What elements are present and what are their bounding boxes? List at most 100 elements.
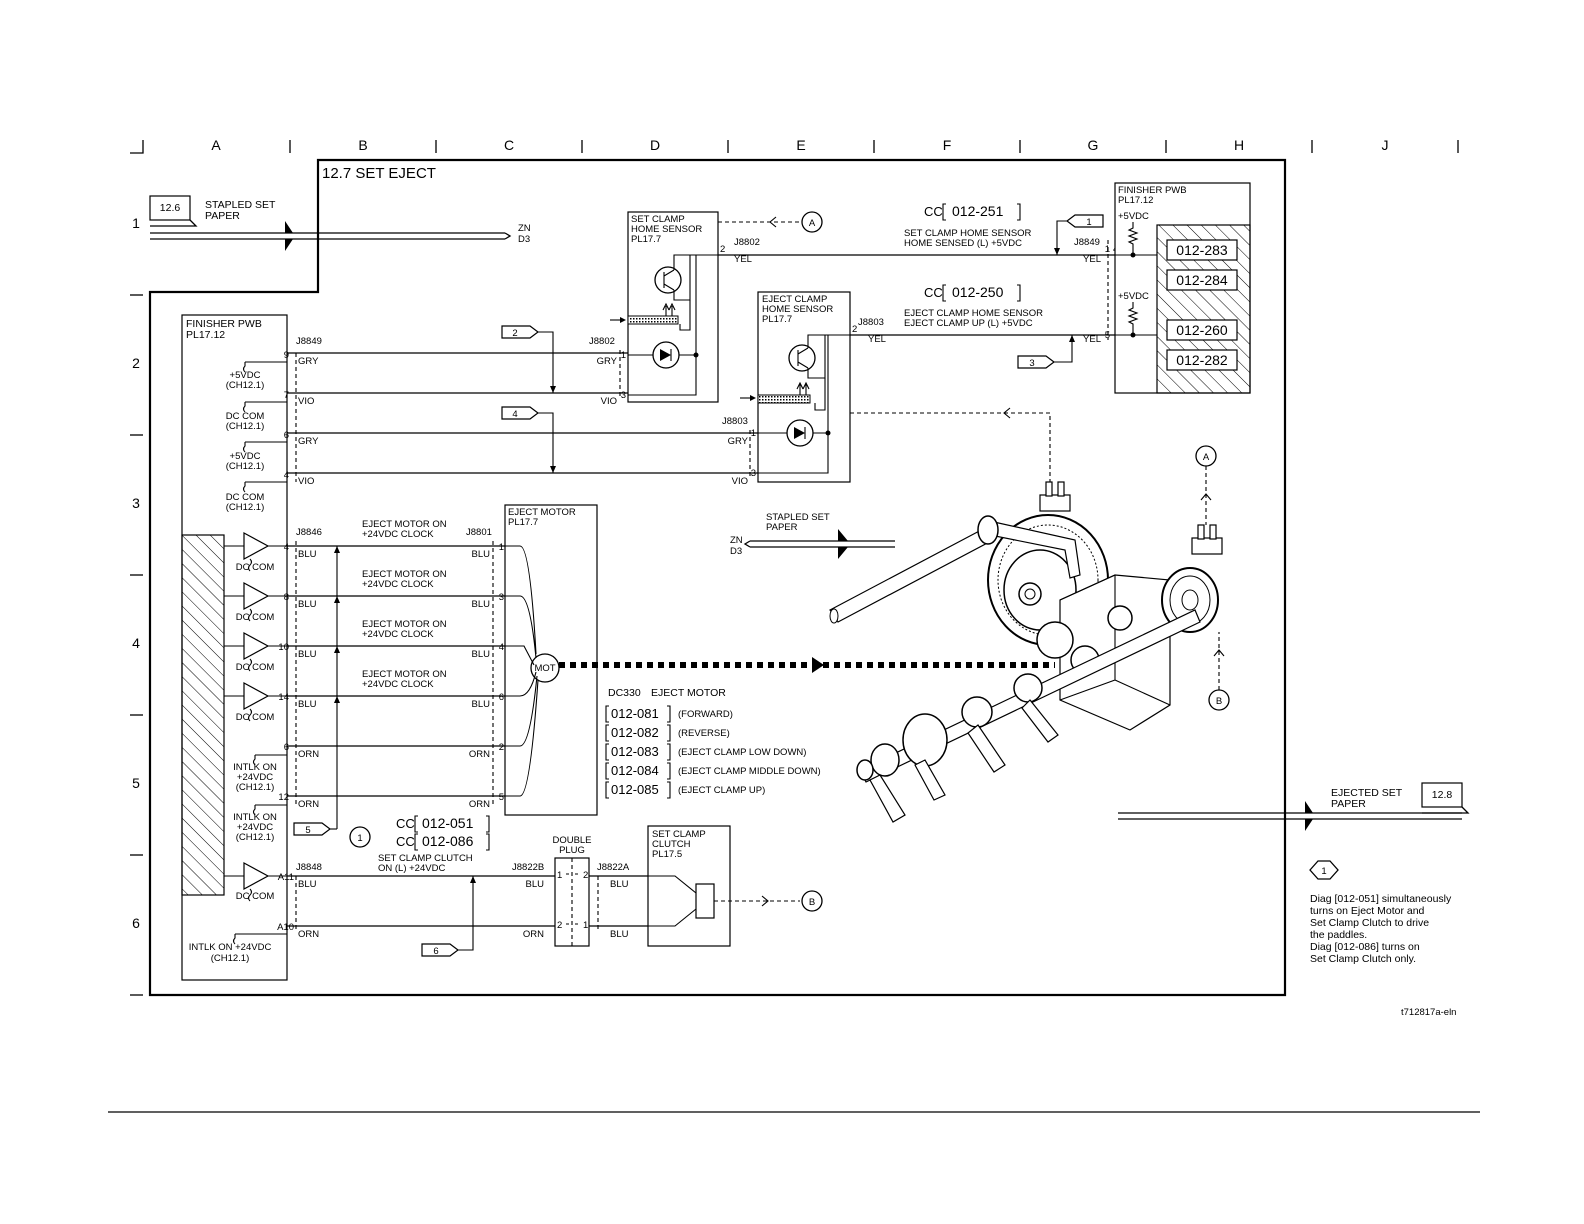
ref-box-in: 12.6 (160, 202, 181, 214)
svg-text:(CH12.1): (CH12.1) (226, 380, 265, 391)
svg-text:10: 10 (278, 642, 289, 653)
svg-text:ZN: ZN (518, 223, 531, 234)
svg-text:turns on Eject Motor and: turns on Eject Motor and (1310, 905, 1425, 917)
flag-5: 5 (305, 825, 310, 836)
svg-text:(CH12.1): (CH12.1) (211, 953, 250, 964)
svg-text:EJECT CLAMP UP (L) +5VDC: EJECT CLAMP UP (L) +5VDC (904, 318, 1033, 329)
svg-text:ORN: ORN (523, 929, 544, 940)
svg-text:J8803: J8803 (722, 416, 748, 427)
svg-text:+5VDC: +5VDC (1118, 291, 1149, 302)
left-pins: 9 7 6 4 4 8 10 14 6 12 A11 A10 (277, 350, 294, 933)
svg-text:STAPLED SET: STAPLED SET (766, 512, 830, 523)
row-label: 1 (132, 215, 140, 231)
svg-text:BLU: BLU (610, 879, 629, 890)
svg-text:Diag [012-051] simultaneously: Diag [012-051] simultaneously (1310, 893, 1452, 905)
row-label: 5 (132, 775, 140, 791)
svg-text:DC COM: DC COM (226, 411, 265, 422)
svg-text:EJECTED SET: EJECTED SET (1331, 787, 1403, 799)
svg-text:BLU: BLU (298, 549, 317, 560)
svg-text:YEL: YEL (1083, 254, 1101, 265)
svg-text:DC COM: DC COM (226, 492, 265, 503)
callout-a-top: A (718, 211, 823, 233)
fault-code: 012-283 (1176, 242, 1228, 258)
right-finisher-pwb: FINISHER PWB PL17.12 +5VDC +5VDC 12.6 5 … (1105, 182, 1251, 394)
svg-text:A10: A10 (277, 922, 294, 933)
svg-text:+24VDC CLOCK: +24VDC CLOCK (362, 529, 434, 540)
ejected-set-output: EJECTED SET PAPER 12.8 (1118, 782, 1470, 831)
svg-text:PL17.7: PL17.7 (762, 314, 792, 325)
svg-text:PL17.7: PL17.7 (631, 234, 661, 245)
note-marker: 1 (357, 833, 362, 844)
svg-text:INTLK ON: INTLK ON (233, 762, 277, 773)
svg-text:EJECT MOTOR ON: EJECT MOTOR ON (362, 669, 447, 680)
svg-text:2: 2 (583, 870, 588, 881)
svg-text:6: 6 (499, 692, 504, 703)
svg-text:DC COM: DC COM (236, 612, 275, 623)
svg-text:DC COM: DC COM (236, 712, 275, 723)
cc-code-086: 012-086 (422, 833, 474, 849)
eject-mechanism-illustration: STAPLED SET PAPER ZN D3 (730, 445, 1230, 823)
svg-text:J8803: J8803 (858, 317, 884, 328)
svg-text:4: 4 (284, 470, 289, 481)
svg-text:6: 6 (284, 430, 289, 441)
svg-text:GRY: GRY (298, 356, 319, 367)
svg-text:EJECT CLAMP HOME SENSOR: EJECT CLAMP HOME SENSOR (904, 308, 1043, 319)
svg-text:3: 3 (499, 592, 504, 603)
svg-text:A: A (809, 218, 816, 229)
svg-text:BLU: BLU (610, 929, 629, 940)
svg-text:HOME SENSOR: HOME SENSOR (762, 304, 833, 315)
note: 1 Diag [012-051] simultaneously turns on… (1309, 860, 1452, 965)
svg-text:5: 5 (1105, 330, 1110, 341)
svg-text:4: 4 (499, 642, 504, 653)
figure-id: t712817a-eln (1401, 1007, 1456, 1018)
svg-text:+5VDC: +5VDC (230, 451, 261, 462)
svg-text:PLUG: PLUG (559, 845, 585, 856)
svg-text:7: 7 (284, 390, 289, 401)
col-label: F (943, 137, 952, 153)
svg-text:(EJECT CLAMP LOW DOWN): (EJECT CLAMP LOW DOWN) (678, 747, 806, 758)
svg-text:SET CLAMP: SET CLAMP (652, 829, 706, 840)
svg-text:D3: D3 (518, 234, 530, 245)
svg-text:VIO: VIO (732, 476, 748, 487)
svg-text:4: 4 (284, 542, 289, 553)
svg-text:+24VDC CLOCK: +24VDC CLOCK (362, 579, 434, 590)
flag-2: 2 (512, 328, 517, 339)
svg-text:Diag [012-086] turns on: Diag [012-086] turns on (1310, 941, 1420, 953)
svg-text:ORN: ORN (469, 799, 490, 810)
svg-text:A: A (1203, 452, 1210, 463)
motor-symbol: MOT (534, 663, 555, 674)
svg-text:CC: CC (396, 834, 415, 849)
eject-motor: EJECT MOTOR PL17.7 1 3 4 6 2 5 MOT DC330… (499, 504, 1055, 816)
svg-text:BLU: BLU (298, 649, 317, 660)
svg-text:BLU: BLU (472, 649, 491, 660)
svg-text:Set Clamp Clutch only.: Set Clamp Clutch only. (1310, 953, 1416, 965)
svg-text:+5VDC: +5VDC (230, 370, 261, 381)
svg-text:EJECT MOTOR ON: EJECT MOTOR ON (362, 619, 447, 630)
svg-text:FINISHER PWB: FINISHER PWB (186, 318, 262, 330)
svg-text:ORN: ORN (298, 749, 319, 760)
svg-text:J8801: J8801 (466, 527, 492, 538)
svg-text:J8848: J8848 (296, 862, 322, 873)
svg-text:the paddles.: the paddles. (1310, 929, 1367, 941)
svg-text:14: 14 (278, 692, 289, 703)
svg-text:DC COM: DC COM (236, 662, 275, 673)
row-label: 3 (132, 495, 140, 511)
svg-text:(CH12.1): (CH12.1) (236, 832, 275, 843)
flag-1: 1 (1086, 217, 1091, 228)
svg-text:(CH12.1): (CH12.1) (226, 502, 265, 513)
svg-text:+5VDC: +5VDC (1118, 211, 1149, 222)
svg-text:(EJECT CLAMP UP): (EJECT CLAMP UP) (678, 785, 765, 796)
svg-text:2: 2 (852, 324, 857, 335)
svg-text:YEL: YEL (734, 254, 752, 265)
svg-text:J8849: J8849 (296, 336, 322, 347)
svg-text:PAPER: PAPER (766, 522, 798, 533)
svg-text:VIO: VIO (601, 396, 617, 407)
svg-text:DC COM: DC COM (236, 891, 275, 902)
grid-frame (108, 140, 1480, 1113)
svg-text:BLU: BLU (472, 699, 491, 710)
cc-code-251: 012-251 (952, 203, 1004, 219)
svg-text:1: 1 (557, 870, 562, 881)
callout-b: B (809, 897, 815, 908)
svg-text:INTLK ON +24VDC: INTLK ON +24VDC (189, 942, 272, 953)
